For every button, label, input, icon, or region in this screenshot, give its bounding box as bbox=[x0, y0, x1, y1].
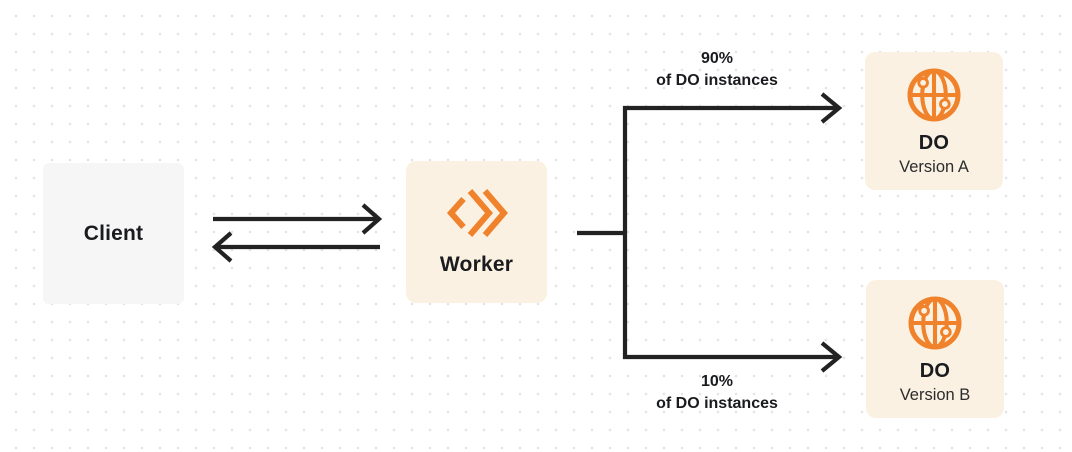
worker-label: Worker bbox=[439, 252, 514, 276]
edge-label-90-percent: 90% of DO instances bbox=[607, 48, 827, 92]
edge-label-90-percent-caption: of DO instances bbox=[656, 72, 778, 89]
do-b-subtitle: Version B bbox=[899, 385, 971, 404]
client-label: Client bbox=[83, 221, 144, 245]
do-b-title: DO bbox=[919, 359, 951, 382]
arrow-worker-to-do-b bbox=[623, 341, 843, 373]
edge-label-10-percent-caption: of DO instances bbox=[656, 395, 778, 412]
edge-label-10-percent: 10% of DO instances bbox=[607, 371, 827, 415]
do-a-title: DO bbox=[918, 131, 950, 154]
branch-split-line bbox=[577, 106, 628, 359]
client-node: Client bbox=[43, 163, 184, 304]
edge-label-90-percent-value: 90% bbox=[700, 50, 734, 67]
durable-object-globe-icon bbox=[905, 66, 963, 124]
cloudflare-workers-icon bbox=[446, 188, 508, 238]
do-a-subtitle: Version A bbox=[899, 157, 969, 176]
edge-label-10-percent-value: 10% bbox=[700, 373, 734, 390]
do-version-b-node: DO Version B bbox=[866, 280, 1004, 418]
arrow-worker-to-do-a bbox=[623, 92, 843, 124]
worker-node: Worker bbox=[406, 161, 547, 303]
durable-object-globe-icon bbox=[906, 294, 964, 352]
arrow-worker-to-client bbox=[211, 231, 380, 263]
arrow-client-to-worker bbox=[213, 203, 383, 235]
do-version-a-node: DO Version A bbox=[865, 52, 1003, 190]
